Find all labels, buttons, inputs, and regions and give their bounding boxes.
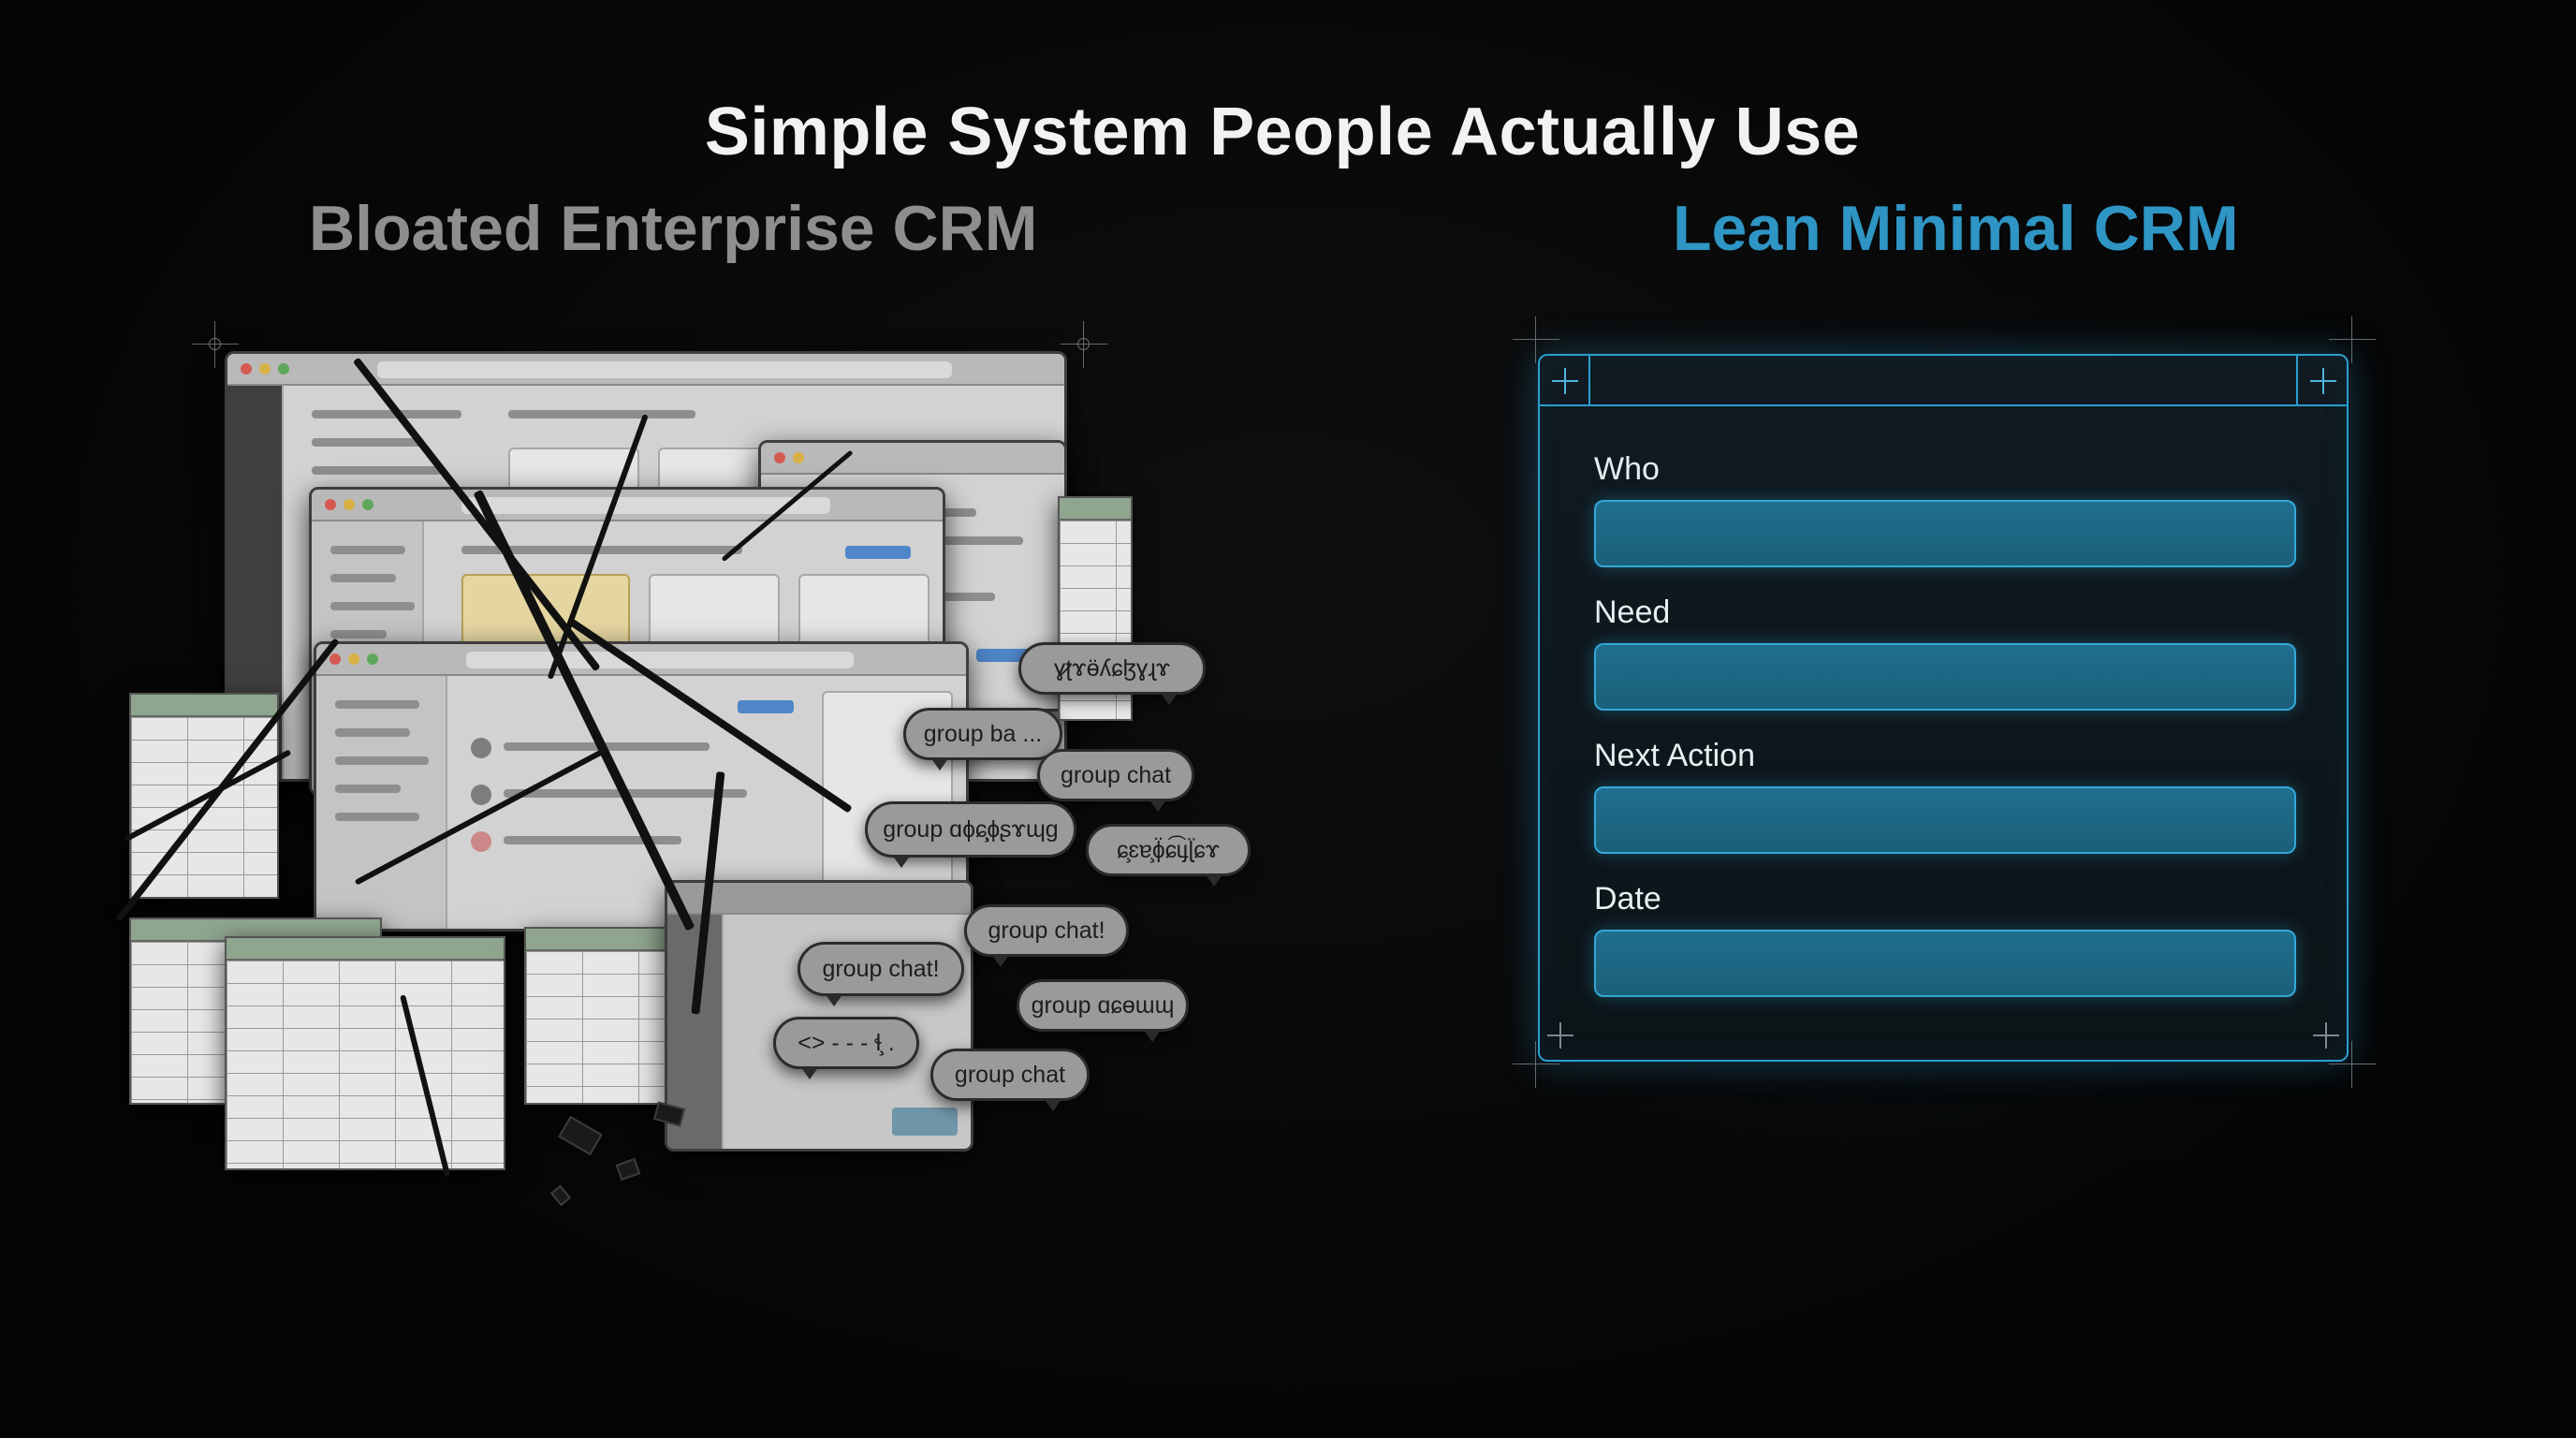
enterprise-crm-collage: ɣ̷ʈɤɵ̈ʎɕɮɣɻɤ group ba ... group chat gro… xyxy=(115,337,1264,1236)
page-title: Simple System People Actually Use xyxy=(704,95,1861,169)
chat-bubble: ɣ̷ʈɤɵ̈ʎɕɮɣɻɤ xyxy=(1018,642,1206,705)
who-input[interactable] xyxy=(1594,500,2296,567)
chat-bubble: group chat! xyxy=(964,904,1129,967)
plus-icon xyxy=(1552,368,1578,394)
plus-icon xyxy=(2313,1022,2339,1049)
right-heading: Lean Minimal CRM xyxy=(1673,193,2239,264)
field-label-next-action: Next Action xyxy=(1594,738,1755,773)
crosshair-mark xyxy=(2329,316,2376,363)
spreadsheet xyxy=(129,693,279,899)
need-input[interactable] xyxy=(1594,643,2296,711)
chat-bubble: group chat xyxy=(930,1049,1090,1111)
crosshair-mark xyxy=(1513,1041,1559,1088)
field-label-need: Need xyxy=(1594,594,1671,630)
crosshair-mark xyxy=(1061,321,1107,368)
crosshair-mark xyxy=(1513,316,1559,363)
next-action-input[interactable] xyxy=(1594,786,2296,854)
plus-icon xyxy=(1547,1022,1573,1049)
chat-window xyxy=(665,880,973,1152)
date-input[interactable] xyxy=(1594,930,2296,997)
minimal-crm-form: Who Need Next Action Date xyxy=(1538,354,2349,1062)
left-heading: Bloated Enterprise CRM xyxy=(309,193,1038,264)
chat-bubble: group ba ... xyxy=(903,708,1062,770)
chat-bubble: ɕ̧ɛɐ̧ɸ̈ɕ͡ɩɟɭ̈ɕɤ xyxy=(1086,824,1251,887)
chat-bubble: <> - - - ɬ̧ . xyxy=(773,1017,919,1079)
chat-bubble: group chat xyxy=(1037,749,1194,812)
crosshair-mark xyxy=(2329,1041,2376,1088)
plus-icon xyxy=(2310,368,2336,394)
chat-bubble: group ɑɸɕ̧̦ɸʂɤɰɡ xyxy=(865,801,1076,868)
chat-bubble: group ɑɕɵɯɰ xyxy=(1017,979,1189,1042)
form-header-bar xyxy=(1540,356,2347,406)
field-label-who: Who xyxy=(1594,451,1660,487)
field-label-date: Date xyxy=(1594,881,1661,917)
chat-bubble: group chat! xyxy=(798,942,964,1006)
spreadsheet xyxy=(225,936,505,1170)
crosshair-mark xyxy=(192,321,239,368)
